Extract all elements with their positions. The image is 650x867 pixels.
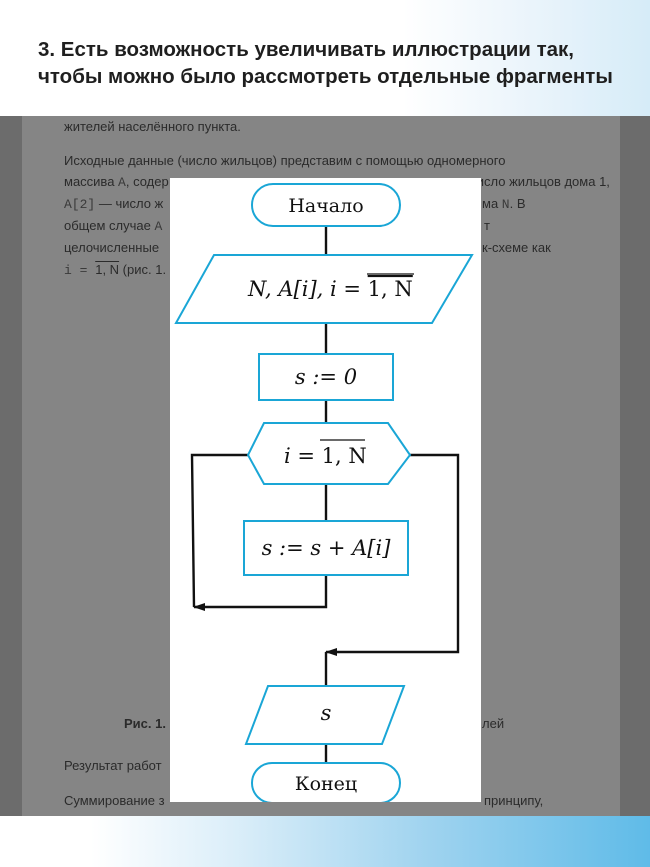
output-label: s — [321, 701, 332, 725]
document-summation-line-right: принципу, — [484, 793, 544, 808]
document-line-6: целочисленные — [64, 240, 160, 255]
text-fragment: общем случае — [64, 218, 155, 233]
input-label-range: 1, N — [368, 277, 413, 301]
flowchart-output: s — [244, 685, 406, 745]
flowchart-input: N, A[i], i = 1, N — [174, 254, 474, 324]
document-line-5-right: т — [484, 218, 490, 233]
figure-caption-right: лей — [482, 716, 505, 731]
end-label: Конец — [295, 773, 357, 795]
connector-loop-exit — [325, 453, 460, 656]
code-fragment: A — [154, 219, 163, 234]
document-line-5: общем случае A — [64, 215, 162, 238]
loop-label: i = 1, N — [284, 444, 367, 468]
loop-label-range: 1, N — [322, 444, 367, 468]
footer-gradient-band — [0, 816, 650, 867]
document-line-4-right: ма N. В — [482, 193, 526, 216]
document-line-2: Исходные данные (число жильцов) представ… — [64, 153, 506, 168]
flowchart-body: s := s + A[i] — [243, 520, 409, 576]
text-fragment: . В — [509, 196, 526, 211]
document-summation-line: Суммирование з — [64, 793, 165, 808]
body-label: s := s + A[i] — [262, 536, 392, 560]
page-title: 3. Есть возможность увеличивать иллюстра… — [38, 36, 638, 90]
loop-label-prefix: i = — [284, 444, 322, 468]
input-label-prefix: N, A[i], i = — [247, 277, 368, 301]
flowchart-end: Конец — [251, 762, 401, 802]
flowchart-start: Начало — [251, 183, 401, 227]
page-title-line-1: 3. Есть возможность увеличивать иллюстра… — [38, 38, 575, 61]
document-result-line: Результат работ — [64, 758, 162, 773]
flowchart-connectors — [190, 226, 460, 763]
document-line-6-right: к-схеме как — [482, 240, 551, 255]
text-fragment: массива — [64, 174, 119, 189]
text-fragment: (рис. 1. — [119, 262, 167, 277]
flowchart-init: s := 0 — [258, 353, 394, 401]
text-fragment: — число ж — [95, 196, 164, 211]
text-fragment: ма — [482, 196, 502, 211]
code-fragment: A — [118, 175, 126, 190]
document-line-3-right: число жильцов дома 1, — [470, 174, 610, 189]
document-line-7: i = 1, N (рис. 1. — [64, 259, 166, 282]
document-line-1: жителей населённого пункта. — [64, 119, 241, 134]
start-label: Начало — [288, 195, 363, 217]
connector-return-up — [190, 453, 248, 608]
document-line-3: массива A, содер — [64, 171, 169, 194]
page-title-line-2: чтобы можно было рассмотреть отдельные ф… — [38, 65, 613, 88]
flowchart-loop: i = 1, N — [246, 422, 412, 485]
flowchart-diagram: Начало N, A[i], i = 1, N s := 0 i = 1, N… — [174, 183, 474, 802]
figure-caption: Рис. 1. — [124, 716, 166, 731]
connector-body-return — [193, 575, 328, 611]
range-fragment: 1, N — [95, 262, 120, 277]
flowchart-zoom-card[interactable]: Начало N, A[i], i = 1, N s := 0 i = 1, N… — [170, 178, 481, 802]
header-background — [0, 0, 650, 118]
code-fragment: i = — [64, 263, 96, 278]
code-fragment: N — [501, 197, 510, 212]
code-fragment: A[2] — [64, 197, 96, 212]
text-fragment: , содер — [125, 174, 169, 189]
init-label: s := 0 — [295, 365, 357, 389]
document-line-4: A[2] — число ж — [64, 193, 163, 216]
input-label: N, A[i], i = 1, N — [247, 277, 413, 301]
